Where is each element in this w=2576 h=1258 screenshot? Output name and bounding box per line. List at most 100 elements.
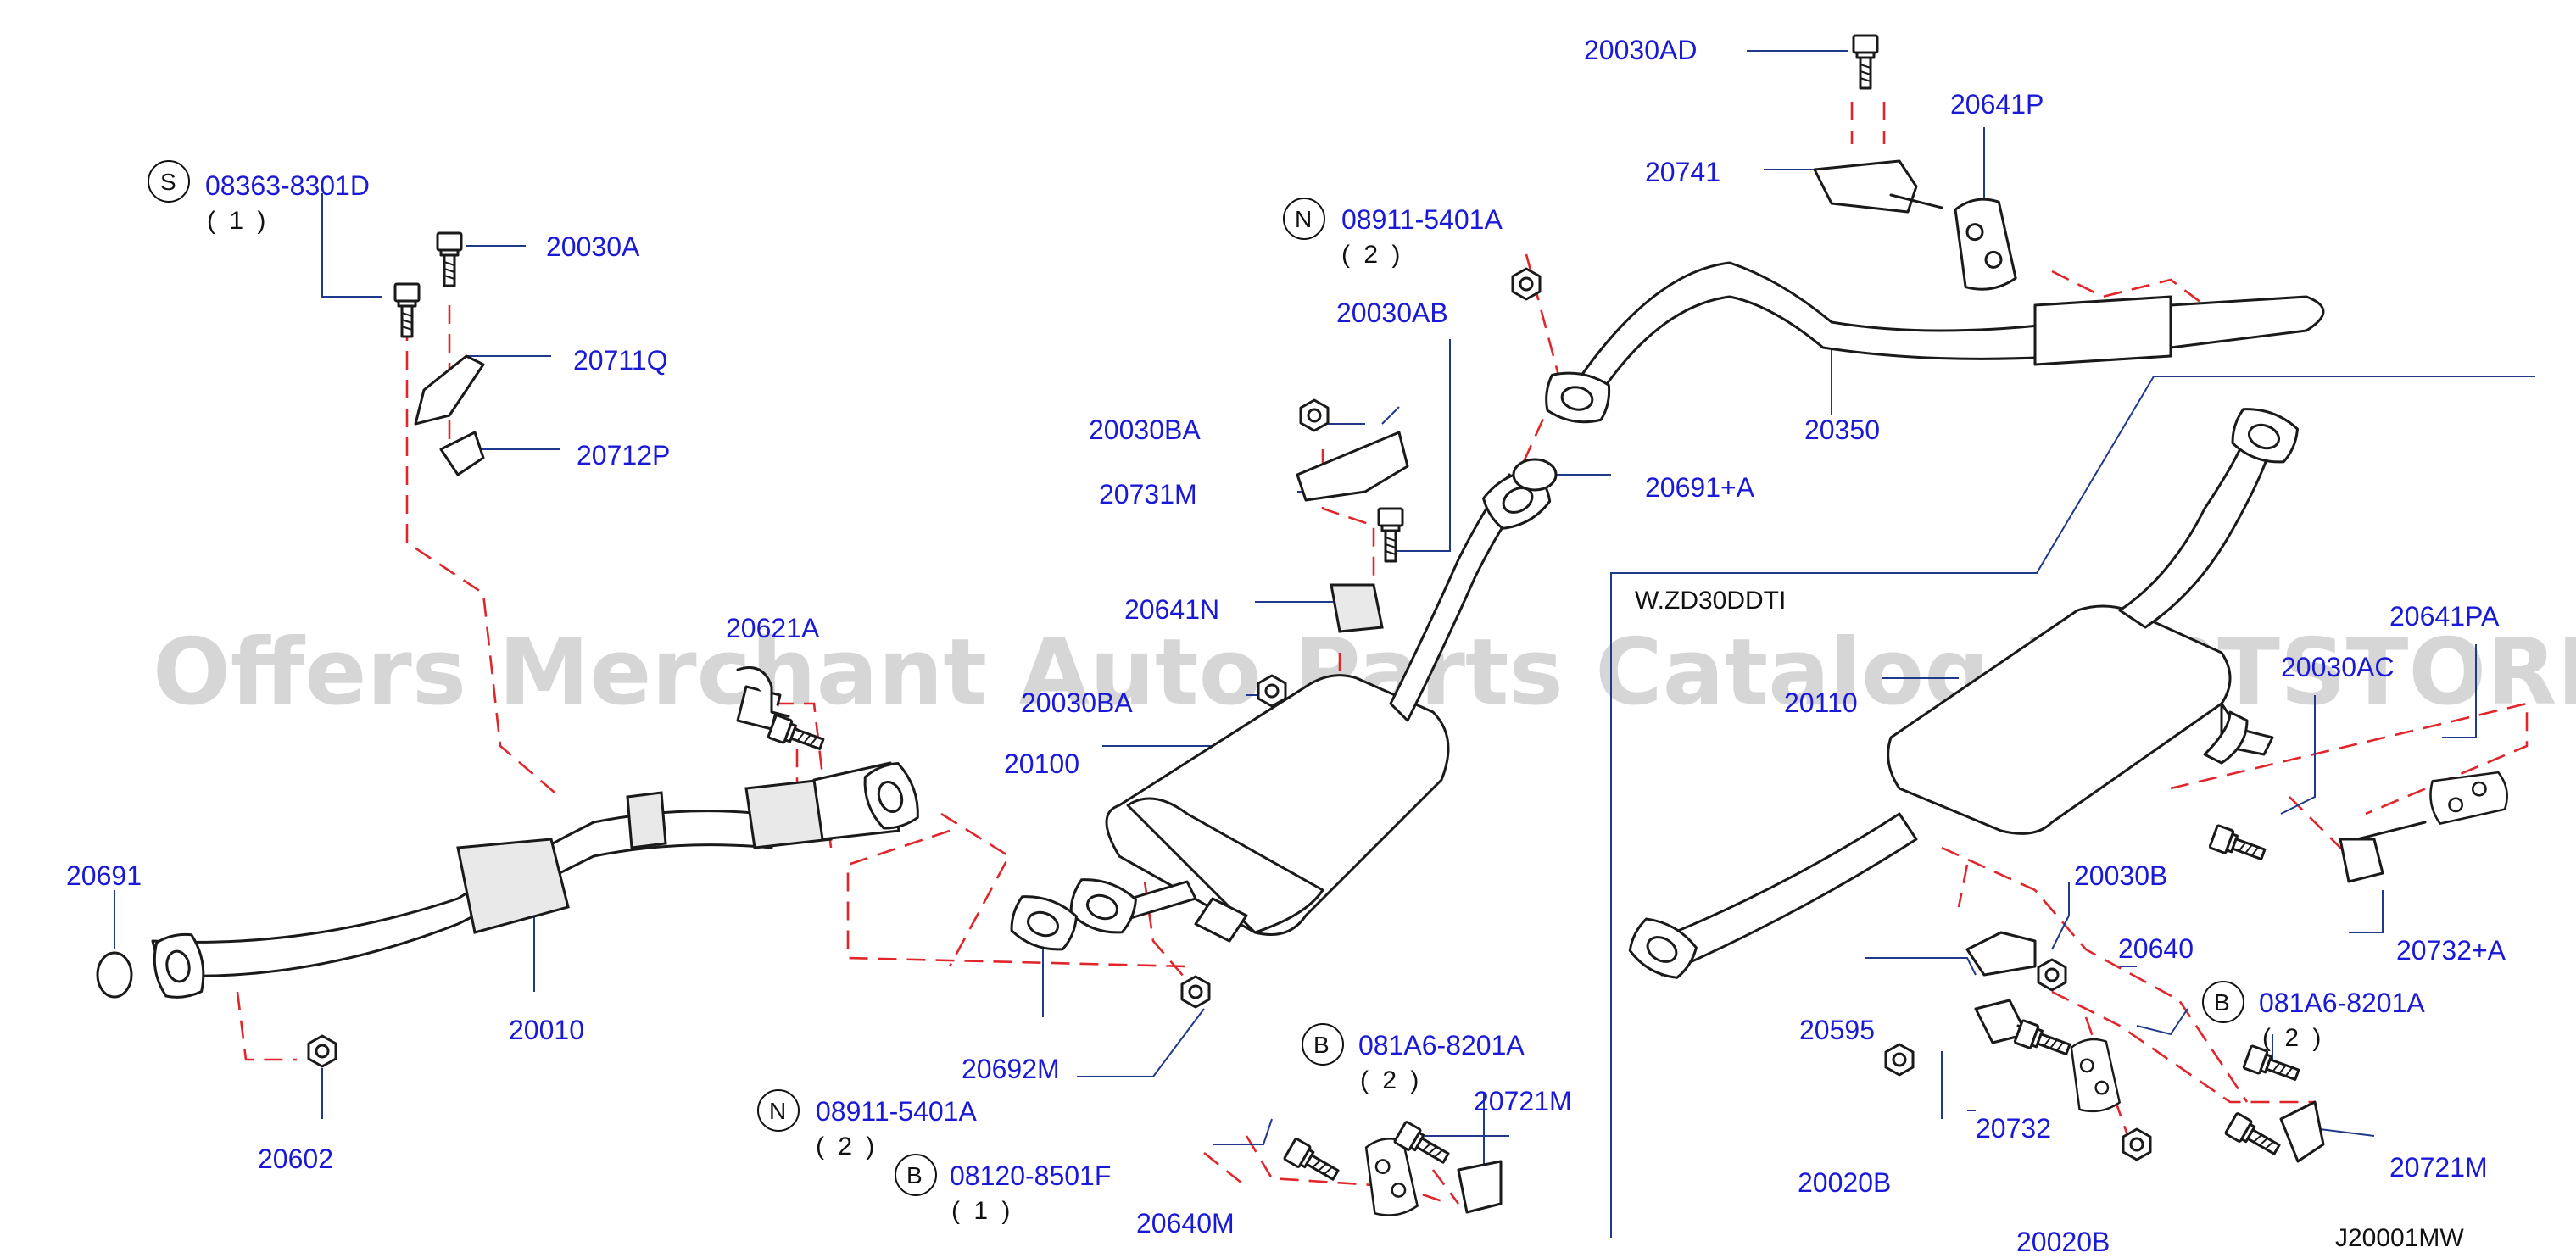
bracket-icon [1813, 159, 1943, 214]
nut-icon [2037, 958, 2067, 992]
nut-icon [2122, 1127, 2152, 1161]
circle-n-marker: N [1283, 198, 1325, 240]
svg-text:N: N [1295, 206, 1312, 232]
label-20020B-bottom: 20020B [2016, 1227, 2110, 1257]
svg-text:B: B [1313, 1032, 1330, 1058]
bracket-icon [1457, 1160, 1503, 1214]
bracket-icon [2279, 1100, 2325, 1163]
diagram-code: J20001MW [2335, 1224, 2464, 1252]
label-081A6-8201A-right: 081A6-8201A [2259, 988, 2425, 1018]
nut-icon [307, 1034, 337, 1068]
circle-s-marker: S [148, 160, 190, 203]
label-20030AB: 20030AB [1336, 298, 1448, 328]
circle-b-marker: B [895, 1154, 937, 1196]
bolt-icon [2013, 1018, 2074, 1062]
label-20741: 20741 [1645, 157, 1720, 187]
qty-08120-8501F: ( 1 ) [951, 1197, 1013, 1225]
front-pipe-20010 [148, 758, 926, 1003]
circle-b-marker: B [1302, 1023, 1344, 1066]
circle-n-marker: N [757, 1089, 800, 1132]
svg-text:N: N [769, 1098, 786, 1124]
gasket-icon [1512, 458, 1558, 492]
label-20030AC: 20030AC [2281, 652, 2394, 682]
label-20640: 20640 [2118, 933, 2194, 964]
bolt-icon [393, 282, 421, 338]
label-20692M: 20692M [962, 1054, 1060, 1084]
qty-08911-5401A-top: ( 2 ) [1341, 241, 1403, 269]
label-20602: 20602 [258, 1144, 333, 1174]
variant-frame [1610, 376, 2535, 1238]
label-20641PA: 20641PA [2389, 601, 2500, 632]
tail-pipe-20350 [1541, 261, 2325, 428]
circle-b-marker: B [2202, 981, 2244, 1023]
label-20691A: 20691+A [1645, 472, 1755, 503]
label-20721M-right: 20721M [2389, 1152, 2488, 1183]
label-20640M: 20640M [1136, 1208, 1235, 1239]
label-20350: 20350 [1804, 415, 1880, 445]
label-20691: 20691 [66, 860, 142, 891]
flange-icon [1063, 871, 1141, 941]
center-muffler-20100 [1063, 674, 1450, 943]
bolt-icon [1282, 1137, 1343, 1187]
rubber-mount-icon [1949, 194, 2018, 294]
svg-text:S: S [160, 169, 176, 195]
nut-icon [1299, 398, 1330, 432]
muffler-20110 [1622, 401, 2303, 987]
label-20030BA-mid: 20030BA [1021, 687, 1133, 718]
nut-icon [1257, 674, 1287, 708]
label-08911-5401A-top: 08911-5401A [1341, 204, 1503, 235]
leader-lines [114, 50, 2477, 1195]
label-20030A: 20030A [546, 231, 640, 262]
label-08363-8301D: 08363-8301D [205, 170, 370, 201]
nut-icon [1180, 975, 1211, 1009]
bolt-icon [1377, 507, 1404, 563]
bracket-icon [1296, 431, 1409, 502]
bracket-icon [2339, 821, 2427, 883]
label-20712P: 20712P [577, 440, 670, 470]
svg-text:B: B [2214, 989, 2230, 1016]
label-20595: 20595 [1799, 1015, 1875, 1045]
label-08120-8501F: 08120-8501F [950, 1161, 1111, 1191]
bracket-icon [414, 354, 485, 476]
qty-081A6-8201A-right: ( 2 ) [2262, 1024, 2324, 1052]
label-20732: 20732 [1976, 1113, 2051, 1144]
rubber-mount-icon [2066, 1035, 2122, 1116]
label-20641P: 20641P [1950, 89, 2044, 120]
gasket-icon [1004, 888, 1082, 958]
qty-08363-8301D: ( 1 ) [207, 207, 269, 235]
gasket-icon [96, 951, 133, 999]
variant-label: W.ZD30DDTI [1635, 587, 1786, 615]
label-20030B: 20030B [2074, 860, 2167, 891]
label-081A6-8201A-left: 081A6-8201A [1358, 1030, 1525, 1060]
rubber-mount-icon [2426, 767, 2512, 826]
bolt-icon [1852, 34, 1879, 90]
nut-icon [1884, 1043, 1915, 1077]
mid-pipe [1389, 462, 1558, 722]
bolt-icon [2223, 1111, 2284, 1161]
bolt-icon [436, 231, 463, 287]
label-20020B-left: 20020B [1798, 1167, 1891, 1198]
qty-08911-5401A-bottom: ( 2 ) [816, 1133, 878, 1161]
pipe-icon [2203, 710, 2249, 765]
part-labels: 20030AD 20641P 20741 08363-8301D ( 1 ) 2… [66, 35, 2506, 1257]
label-20010: 20010 [509, 1015, 584, 1045]
label-20711Q: 20711Q [573, 345, 668, 376]
label-08911-5401A-bottom: 08911-5401A [816, 1096, 977, 1127]
label-20641N: 20641N [1124, 594, 1219, 625]
label-20100: 20100 [1004, 749, 1079, 779]
label-20030BA-top: 20030BA [1089, 415, 1201, 445]
label-20110: 20110 [1784, 687, 1858, 718]
flange-icon [1622, 911, 1703, 987]
qty-081A6-8201A-left: ( 2 ) [1360, 1066, 1422, 1094]
label-20732A: 20732+A [2396, 935, 2506, 966]
label-20621A: 20621A [726, 613, 820, 643]
label-20731M: 20731M [1099, 479, 1197, 509]
label-20721M-left: 20721M [1474, 1086, 1572, 1116]
bolt-icon [2208, 823, 2269, 867]
bracket-icon [1330, 583, 1384, 633]
label-20030AD: 20030AD [1584, 35, 1697, 65]
nut-icon [1511, 267, 1542, 301]
svg-text:B: B [906, 1162, 923, 1188]
sensor-bracket-20621A [736, 666, 790, 718]
